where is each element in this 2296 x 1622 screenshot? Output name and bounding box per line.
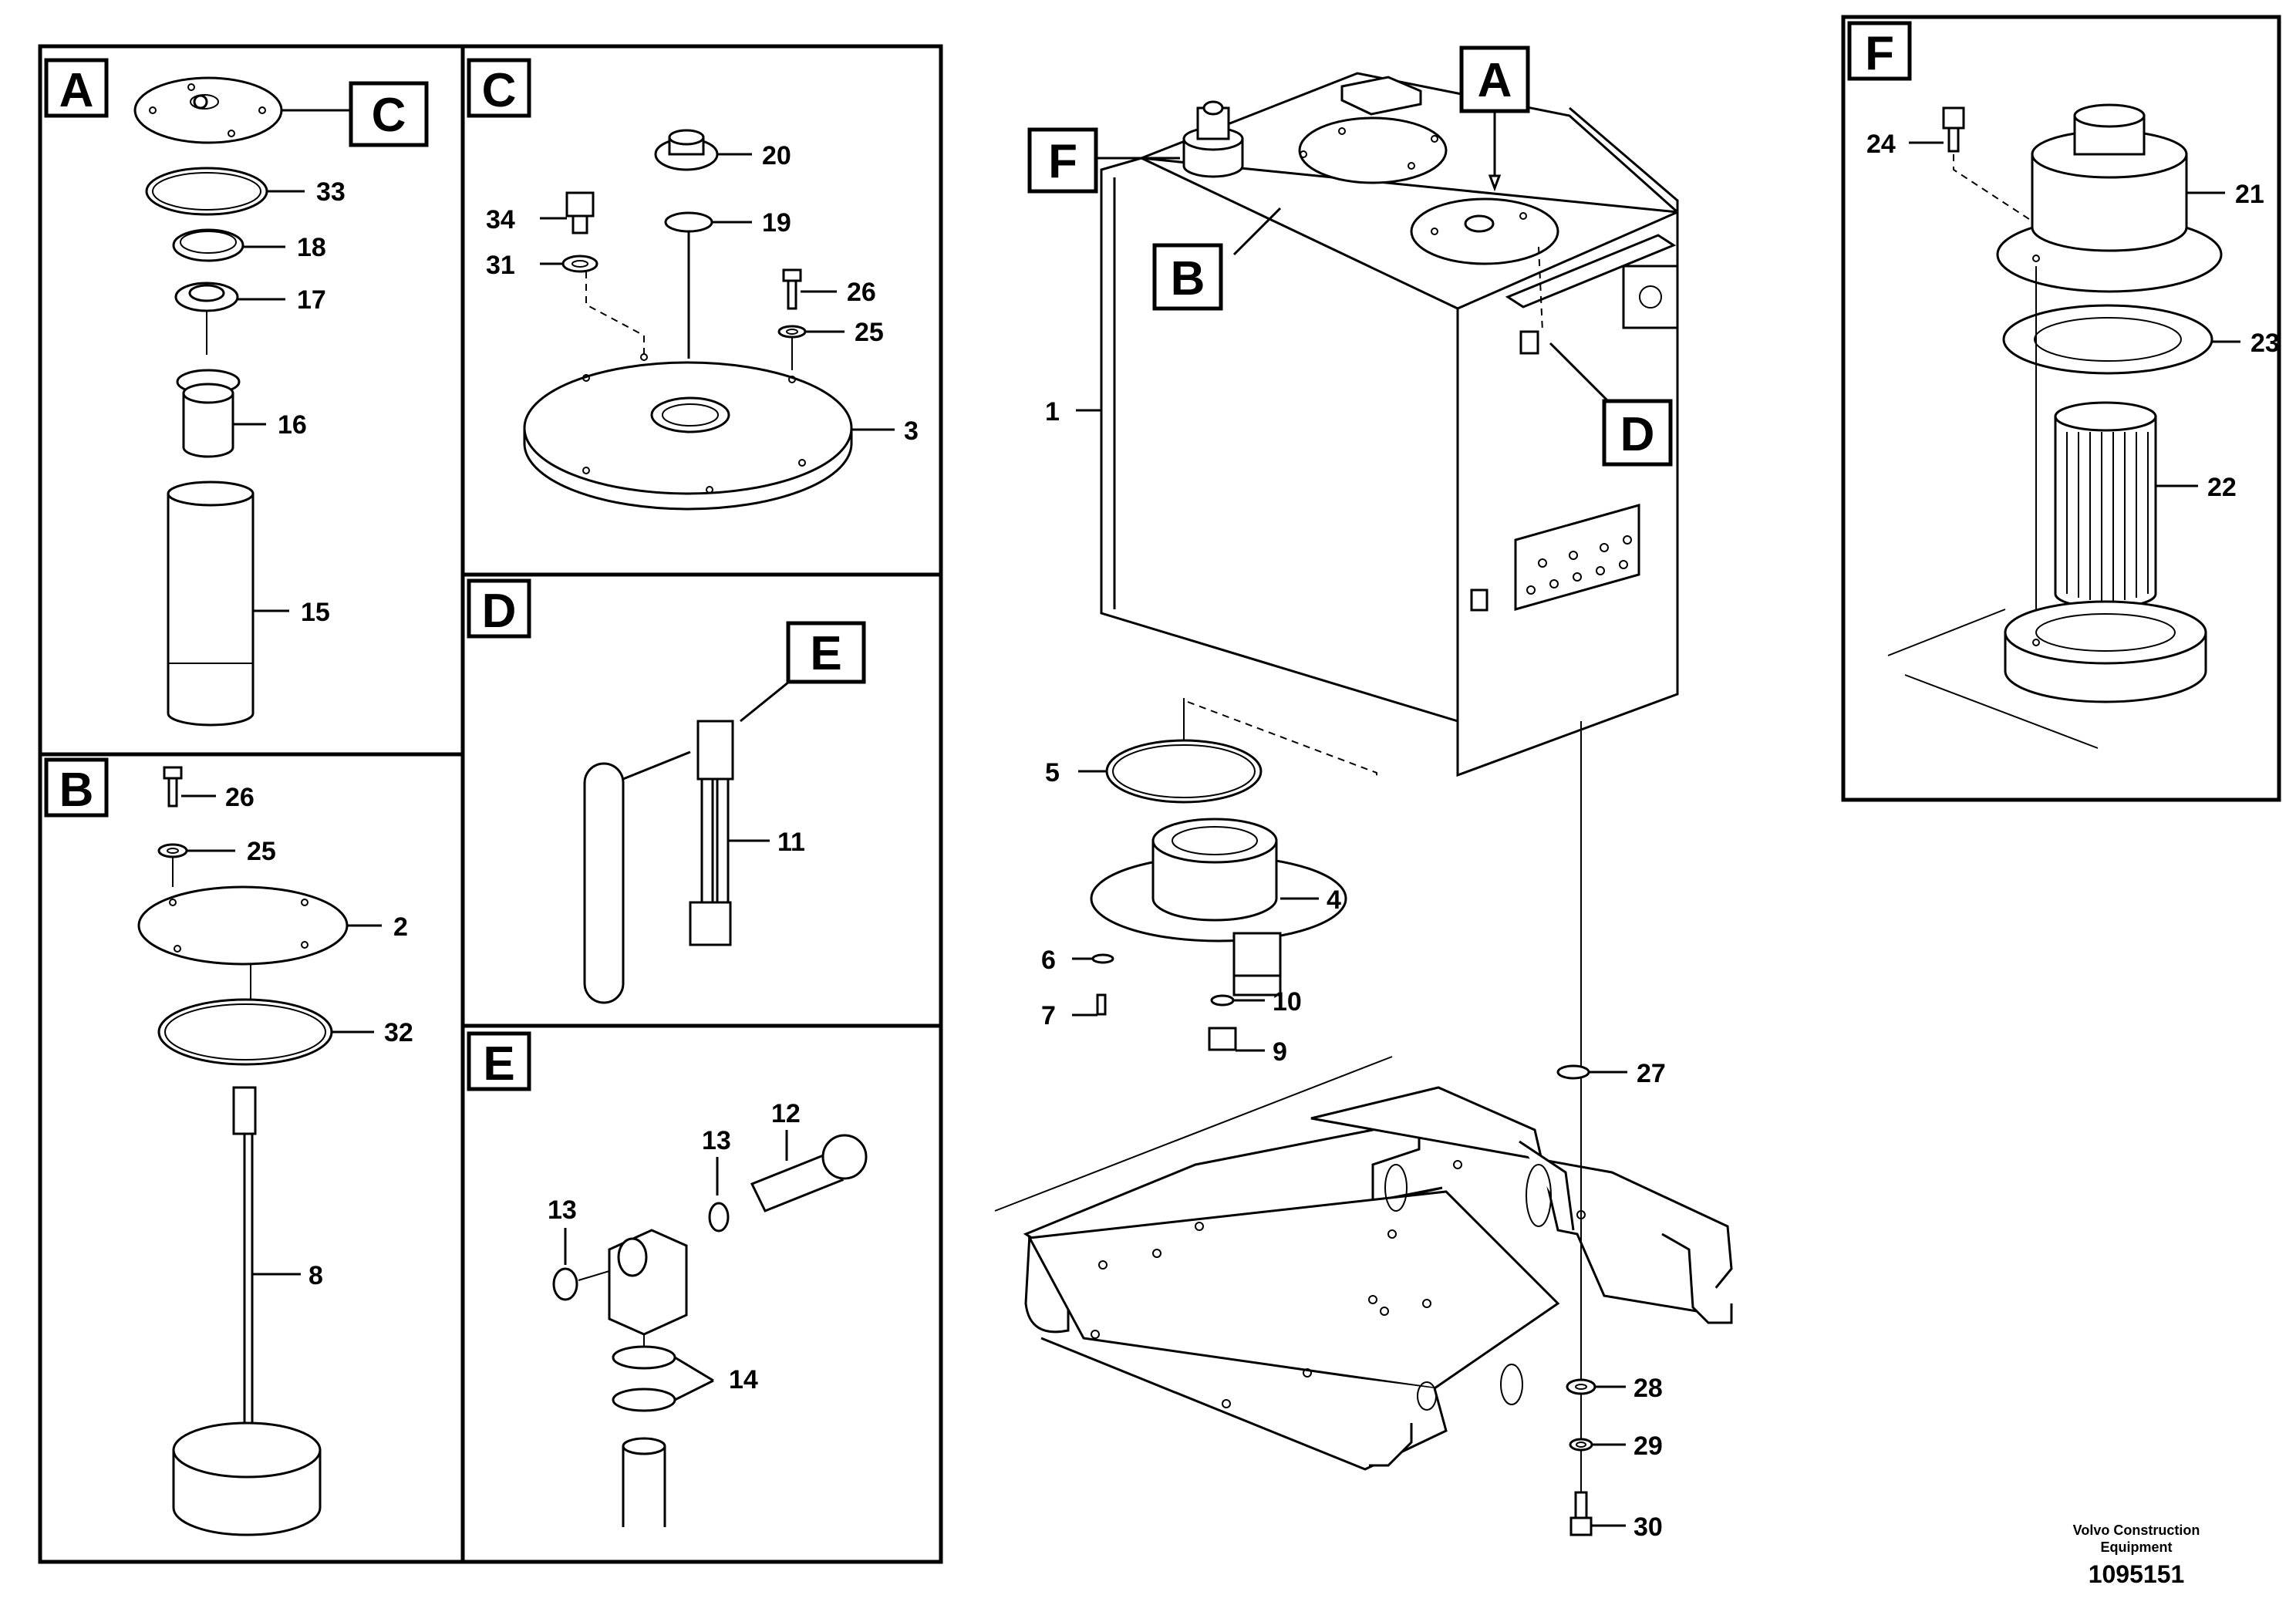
panel-b: B 26 25 2 32 8 <box>38 752 465 1564</box>
label-8: 8 <box>308 1261 323 1290</box>
label-5: 5 <box>1045 758 1060 787</box>
label-25-c: 25 <box>855 318 884 347</box>
label-12: 12 <box>771 1099 801 1128</box>
footer: Volvo Construction Equipment 1095151 <box>2073 1523 2200 1588</box>
label-23: 23 <box>2250 329 2280 358</box>
label-26-b: 26 <box>225 783 255 812</box>
label-16: 16 <box>278 410 307 440</box>
label-4: 4 <box>1327 885 1341 915</box>
main-tank-assembly: 1 F A B D <box>1027 46 1679 779</box>
credit-line-2: Equipment <box>2101 1539 2173 1555</box>
label-17: 17 <box>297 285 326 315</box>
label-13-upper: 13 <box>702 1126 731 1155</box>
label-30: 30 <box>1633 1512 1663 1542</box>
label-14: 14 <box>729 1365 758 1394</box>
document-number: 1095151 <box>2089 1560 2185 1588</box>
label-34: 34 <box>486 205 515 234</box>
label-19: 19 <box>762 208 791 238</box>
label-3: 3 <box>904 416 919 446</box>
label-21: 21 <box>2235 180 2264 209</box>
panel-b-letter: B <box>59 764 94 817</box>
label-11: 11 <box>777 828 805 857</box>
main-callout-f: F <box>1048 135 1077 188</box>
label-32: 32 <box>384 1018 413 1047</box>
label-6: 6 <box>1041 946 1056 975</box>
label-1: 1 <box>1045 397 1060 427</box>
label-31: 31 <box>486 251 515 280</box>
main-callout-a: A <box>1478 54 1512 107</box>
panel-d-letter: D <box>482 585 517 638</box>
label-33: 33 <box>316 177 346 207</box>
panel-f-letter: F <box>1865 27 1894 80</box>
label-18: 18 <box>297 233 326 262</box>
label-26-c: 26 <box>847 278 876 307</box>
label-25-b: 25 <box>247 837 276 866</box>
main-callout-d: D <box>1620 408 1655 461</box>
panel-c: C 20 34 19 31 26 25 <box>460 44 943 577</box>
label-29: 29 <box>1633 1431 1663 1461</box>
panel-e: E 12 13 13 14 <box>460 1023 943 1564</box>
label-27: 27 <box>1637 1059 1666 1088</box>
label-7: 7 <box>1041 1001 1056 1030</box>
label-20: 20 <box>762 141 791 170</box>
label-9: 9 <box>1273 1037 1287 1067</box>
label-15: 15 <box>301 598 330 627</box>
label-2: 2 <box>393 912 408 942</box>
suction-assembly: 5 4 6 7 10 9 <box>1041 698 1347 1067</box>
panel-d: D 11 E <box>460 572 943 1028</box>
label-22: 22 <box>2207 473 2237 502</box>
panel-d-callout: E <box>810 627 841 680</box>
panel-a-letter: A <box>59 64 94 117</box>
panel-a: A C 33 18 17 16 15 <box>38 44 465 757</box>
label-10: 10 <box>1273 987 1302 1017</box>
panel-a-callout: C <box>372 89 406 142</box>
panel-c-letter: C <box>482 64 517 117</box>
label-24: 24 <box>1866 130 1896 159</box>
label-28: 28 <box>1633 1374 1663 1403</box>
panel-f: F 24 21 23 22 <box>1841 15 2281 802</box>
panel-e-letter: E <box>483 1037 514 1091</box>
credit-line-1: Volvo Construction <box>2073 1523 2200 1538</box>
label-13-lower: 13 <box>548 1195 577 1225</box>
main-callout-b: B <box>1171 252 1205 305</box>
chassis-frame: 27 28 29 30 <box>994 721 1733 1542</box>
